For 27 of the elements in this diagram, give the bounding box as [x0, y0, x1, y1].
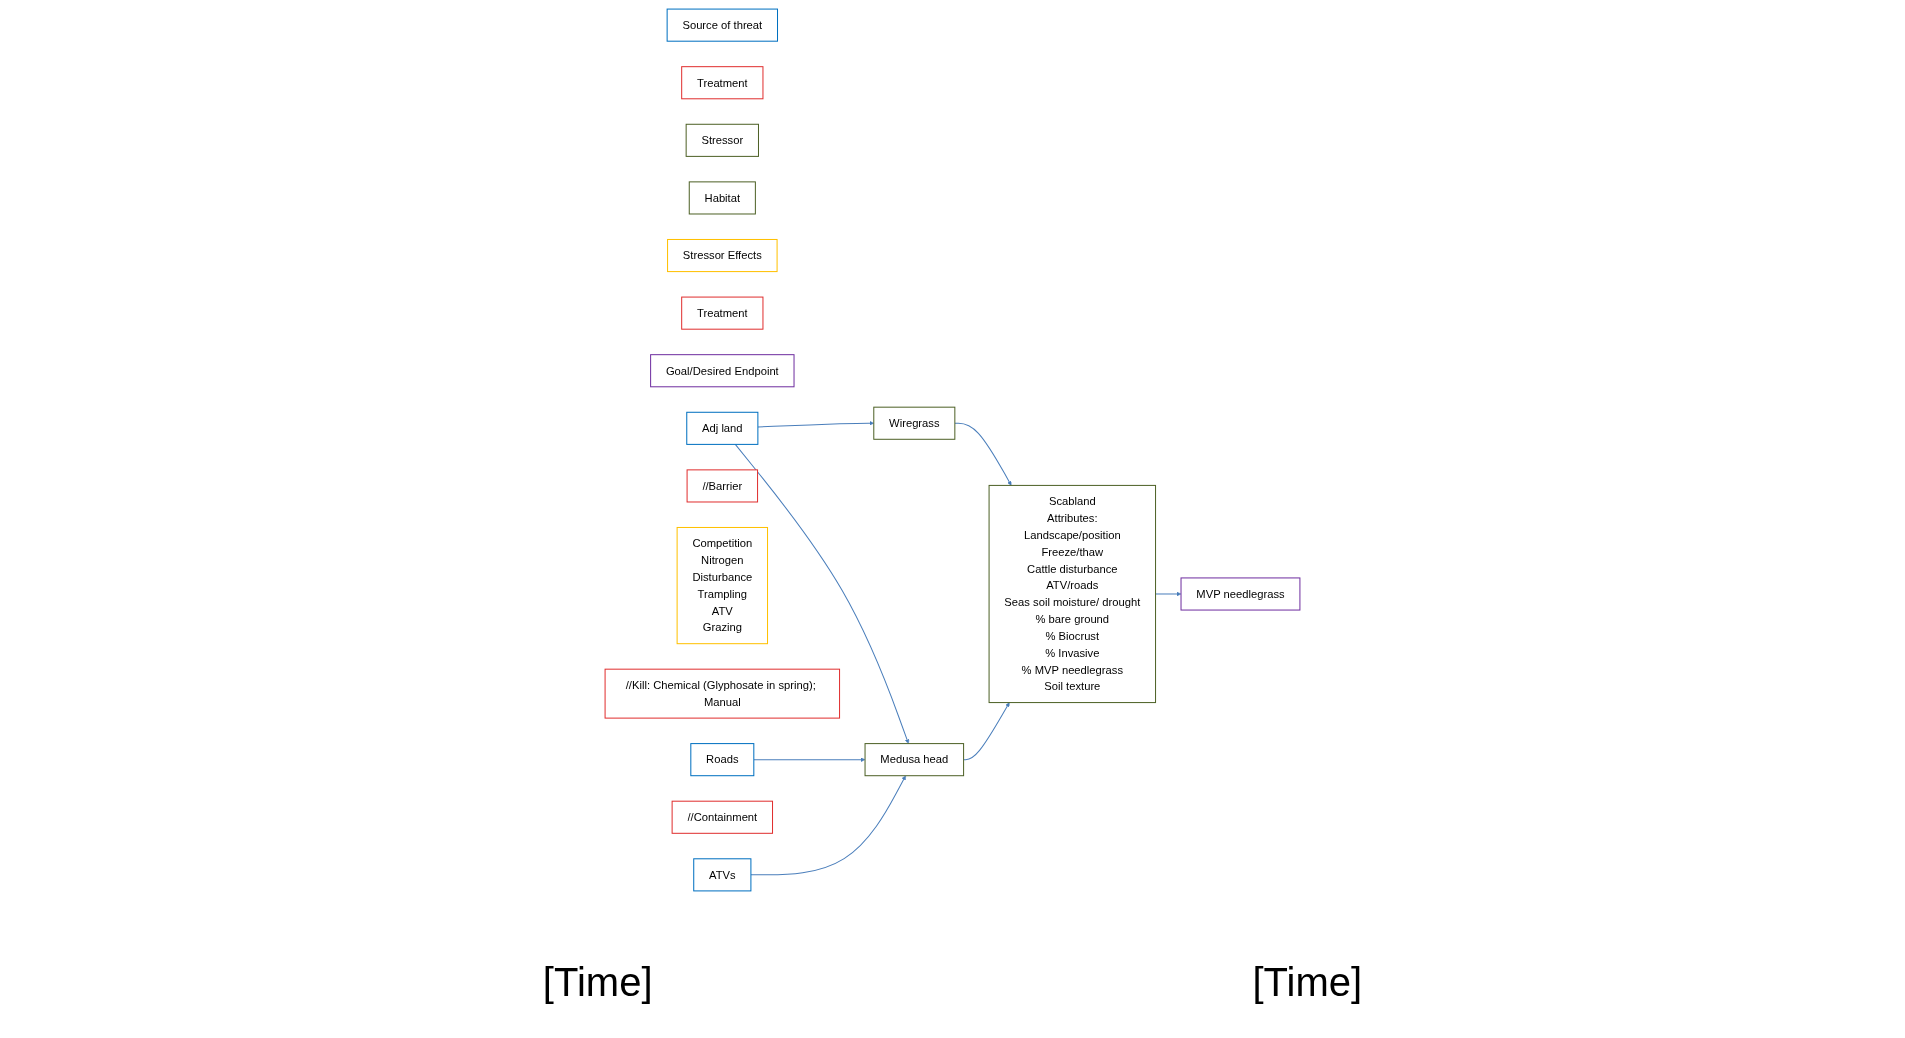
node-box: //Containment — [671, 800, 774, 834]
node-box: Habitat — [688, 181, 756, 215]
arrow — [750, 775, 906, 876]
node-box: Stressor Effects — [667, 238, 778, 273]
time-label: [Time] — [542, 960, 653, 1005]
arrow — [1155, 591, 1182, 597]
arrow — [753, 757, 866, 762]
node-box: //Kill: Chemical (Glyphosate in spring); Manual — [604, 668, 841, 719]
arrow — [963, 702, 1010, 761]
node-box: Competition Nitrogen Disturbance Trampling ATV Grazing — [676, 526, 769, 645]
arrow — [734, 443, 910, 744]
node-box: Scabland Attributes: Landscape/position Freeze/thaw Cattle disturbance ATV/roads Seas soil moisture/ drought % bare ground % Biocrust % Invasive % MVP needlegrass Soil texture — [988, 484, 1157, 704]
node-box: Medusa head — [864, 743, 965, 777]
arrow — [757, 421, 874, 428]
node-box: Stressor — [685, 123, 759, 157]
node-box: Source of threat — [666, 8, 778, 42]
time-label: [Time] — [1252, 960, 1363, 1005]
node-box: MVP needlegrass — [1180, 577, 1301, 611]
node-box: Roads — [690, 743, 755, 777]
arrow — [954, 422, 1012, 486]
node-box: Treatment — [681, 296, 764, 330]
node-box: Adj land — [686, 411, 759, 445]
node-box: Goal/Desired Endpoint — [650, 354, 795, 388]
node-box: Wiregrass — [873, 406, 956, 440]
node-box: ATVs — [693, 858, 752, 892]
node-box: Treatment — [681, 66, 764, 100]
node-box: //Barrier — [686, 469, 759, 503]
